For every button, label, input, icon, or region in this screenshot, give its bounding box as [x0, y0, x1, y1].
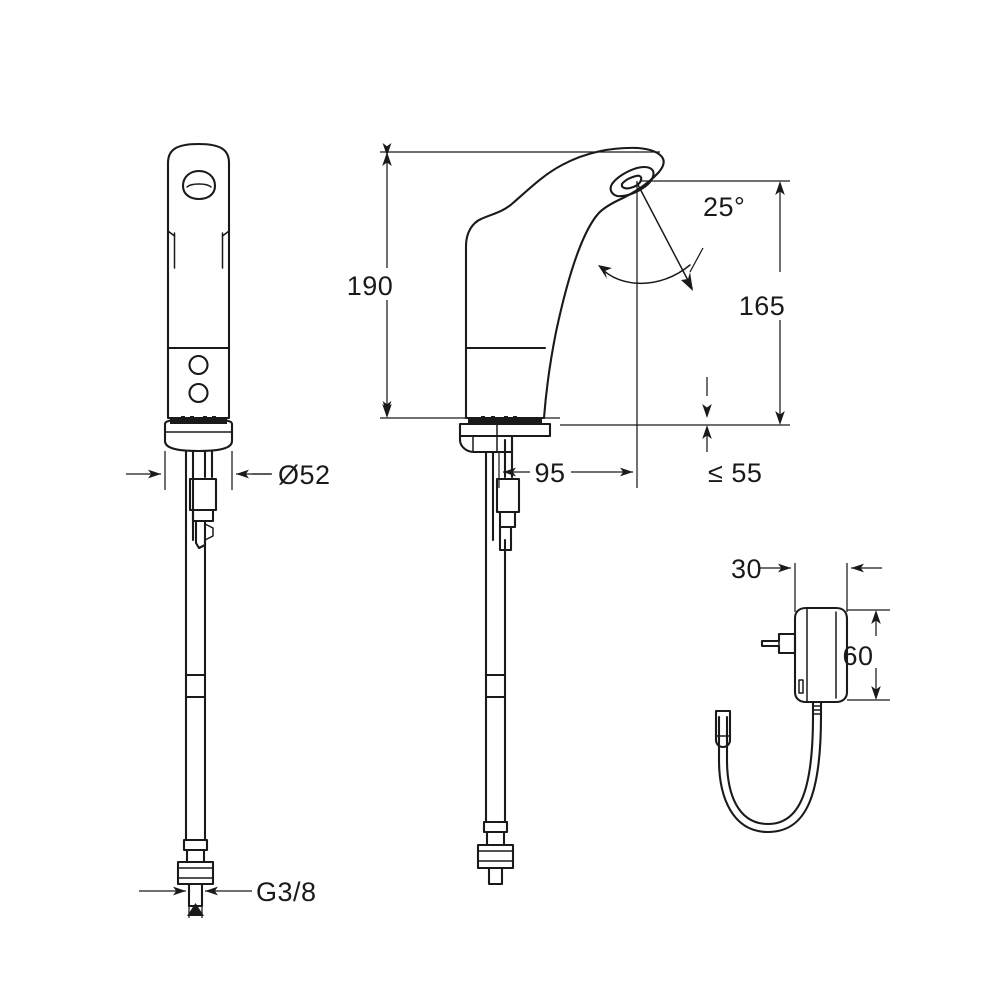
dim-max-55: ≤ 55: [702, 377, 762, 488]
psu-housing: [793, 606, 849, 704]
dim-thread-g38-label: G3/8: [256, 877, 317, 907]
power-supply-view: [714, 606, 849, 834]
side-view-hose: [484, 538, 507, 824]
dim-190: 190: [347, 143, 394, 418]
dim-95: 95: [498, 452, 633, 488]
front-view-body: [166, 142, 231, 420]
dim-165-label: 165: [739, 291, 786, 321]
dim-30-label: 30: [731, 554, 762, 584]
front-view-shank: [184, 449, 218, 550]
side-view-dimensions: 190 165 25°: [347, 143, 790, 488]
psu-cable: [717, 700, 823, 834]
dim-30: 30: [731, 554, 882, 584]
flow-direction-arrow: [187, 903, 204, 935]
front-view-g38-connector: [176, 838, 215, 908]
psu-cable-connector: [714, 709, 732, 749]
sensor-window: [609, 165, 655, 198]
dim-angle-25-label: 25°: [703, 192, 745, 222]
power-supply-dimensions: 30 60: [731, 554, 890, 701]
dim-165: 165: [739, 181, 786, 425]
side-view: [458, 146, 665, 886]
front-view-hose: [184, 538, 207, 842]
dim-60: 60: [842, 610, 881, 700]
front-view-escutcheon: [163, 416, 234, 453]
dim-angle-25: 25°: [598, 182, 745, 291]
side-view-connector: [476, 820, 515, 886]
dim-diameter-52-label: Ø52: [278, 460, 331, 490]
front-view-dimensions: Ø52 G3/8: [126, 451, 331, 918]
front-view: [163, 142, 234, 935]
psu-plug-pin: [760, 632, 797, 655]
side-view-shank: [484, 438, 521, 552]
dim-190-label: 190: [347, 271, 394, 301]
dim-95-label: 95: [534, 458, 565, 488]
side-view-body: [464, 146, 665, 420]
dim-60-label: 60: [842, 641, 873, 671]
front-view-outlet-opening: [181, 169, 217, 201]
front-view-buttons: [188, 354, 209, 404]
dim-max-55-label: ≤ 55: [708, 458, 762, 488]
